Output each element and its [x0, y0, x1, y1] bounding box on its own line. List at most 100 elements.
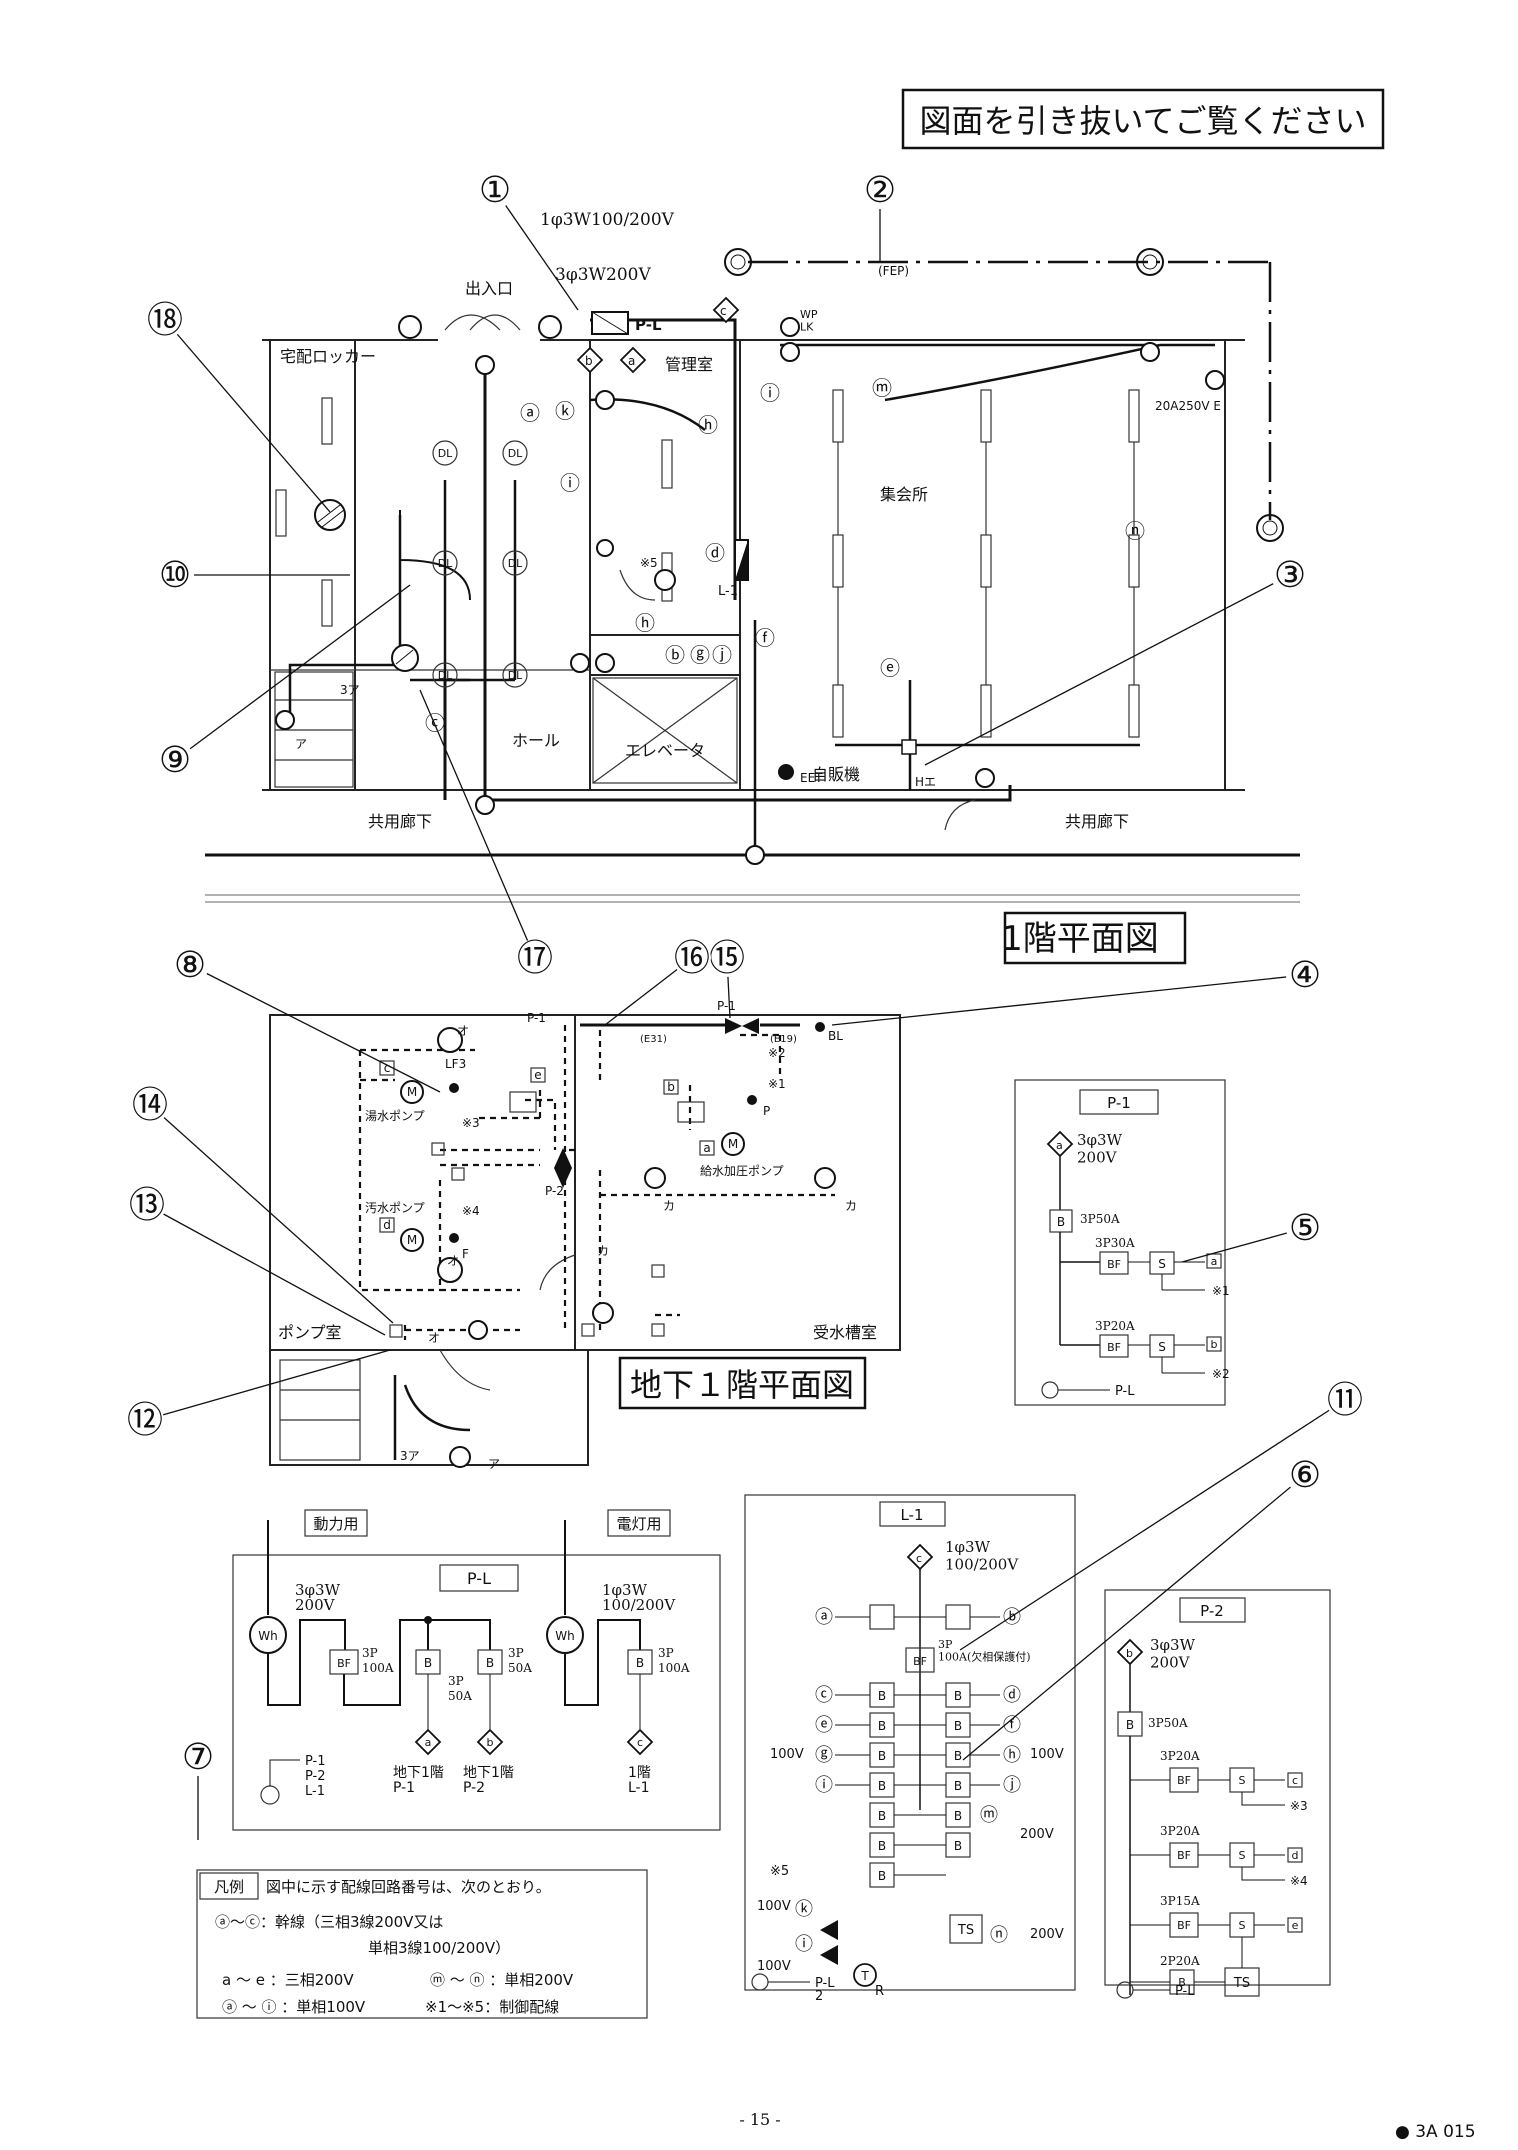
svg-text:DL: DL: [438, 669, 453, 682]
svg-text:ⓙ: ⓙ: [712, 643, 732, 667]
svg-text:※1: ※1: [768, 1077, 786, 1091]
svg-text:1φ3W100/200V: 1φ3W100/200V: [945, 1538, 1019, 1573]
callout-number: ⑥: [1289, 1455, 1321, 1496]
room-vending: 自販機: [812, 765, 860, 784]
svg-text:M: M: [728, 1137, 738, 1151]
svg-text:ⓗ: ⓗ: [1003, 1745, 1021, 1766]
svg-text:湯水ポンプ: 湯水ポンプ: [365, 1109, 425, 1123]
room-office: 管理室: [665, 355, 713, 374]
svg-text:T: T: [860, 1969, 869, 1983]
svg-text:d: d: [383, 1218, 391, 1232]
svg-text:オ: オ: [428, 1331, 440, 1345]
svg-text:※5: ※5: [640, 556, 658, 570]
room-hall: ホール: [512, 731, 560, 750]
svg-text:ⓖ: ⓖ: [815, 1745, 833, 1766]
callout-number: ⑦: [182, 1737, 214, 1778]
svg-text:B: B: [878, 1779, 886, 1793]
svg-text:P-L: P-L: [635, 316, 662, 334]
svg-text:B: B: [486, 1656, 494, 1670]
svg-text:3P20A: 3P20A: [1160, 1749, 1200, 1763]
svg-text:※1～※5：制御配線: ※1～※5：制御配線: [425, 1998, 559, 2016]
svg-text:100V: 100V: [1030, 1747, 1064, 1762]
svg-text:c: c: [637, 1736, 643, 1749]
svg-text:Wh: Wh: [258, 1629, 277, 1643]
callout-number: ⑭: [132, 1085, 168, 1126]
svg-text:B: B: [878, 1719, 886, 1733]
svg-text:ⓕ: ⓕ: [1003, 1715, 1021, 1736]
svg-text:F: F: [462, 1247, 469, 1261]
svg-text:c: c: [1292, 1774, 1298, 1787]
svg-text:BF: BF: [1177, 1849, 1191, 1862]
svg-text:S: S: [1158, 1257, 1166, 1271]
svg-text:ⓚ: ⓚ: [555, 399, 575, 423]
svg-text:※2: ※2: [1212, 1367, 1230, 1381]
svg-text:(E19): (E19): [770, 1034, 797, 1045]
svg-text:ⓐ ～ ⓘ ：単相100V: ⓐ ～ ⓘ ：単相100V: [222, 1998, 366, 2016]
svg-text:2P20A: 2P20A: [1160, 1954, 1200, 1968]
svg-text:M: M: [407, 1233, 417, 1247]
svg-text:ⓑ: ⓑ: [1003, 1607, 1021, 1628]
svg-text:100V: 100V: [757, 1959, 791, 1974]
svg-text:B: B: [878, 1689, 886, 1703]
callout-number: ⑰: [517, 938, 553, 979]
svg-text:DL: DL: [508, 669, 523, 682]
svg-text:ⓓ: ⓓ: [705, 541, 725, 565]
svg-text:a: a: [1056, 1139, 1063, 1152]
svg-text:B: B: [424, 1656, 432, 1670]
svg-text:a ～ e ：三相200V: a ～ e ：三相200V: [222, 1971, 354, 1989]
svg-text:ⓗ: ⓗ: [635, 611, 655, 635]
svg-text:B: B: [878, 1839, 886, 1853]
callout-number: ①: [479, 170, 511, 211]
svg-text:TS: TS: [1233, 1976, 1250, 1991]
trunk-marker: [576, 296, 740, 374]
svg-text:※5: ※5: [770, 1864, 789, 1879]
svg-text:1階L-1: 1階L-1: [628, 1765, 651, 1796]
svg-text:EET: EET: [800, 771, 823, 785]
callout-number: ⑨: [159, 740, 191, 781]
basement-title: 地下１階平面図: [630, 1366, 854, 1404]
svg-text:単相3線100/200V）: 単相3線100/200V）: [368, 1939, 510, 1957]
svg-text:P: P: [763, 1104, 770, 1118]
room-entrance: 出入口: [465, 279, 513, 298]
svg-text:S: S: [1239, 1774, 1246, 1787]
svg-text:BF: BF: [1177, 1774, 1191, 1787]
svg-text:a: a: [628, 354, 635, 368]
notice-text: 図面を引き抜いてご覧ください: [919, 102, 1366, 140]
svg-text:給水加圧ポンプ: 給水加圧ポンプ: [700, 1164, 784, 1178]
svg-text:ⓑ: ⓑ: [665, 643, 685, 667]
svg-text:カ: カ: [663, 1199, 675, 1213]
legend: 凡例 図中に示す配線回路番号は、次のとおり。 ⓐ～ⓒ：幹線（三相3線200V又は…: [196, 1869, 648, 2019]
svg-text:a: a: [425, 1736, 432, 1749]
svg-text:ⓜ ～ ⓝ ：単相200V: ⓜ ～ ⓝ ：単相200V: [430, 1971, 574, 1989]
svg-text:※4: ※4: [462, 1204, 480, 1218]
svg-text:DL: DL: [438, 447, 453, 460]
svg-text:ⓐ: ⓐ: [520, 401, 540, 425]
svg-text:B: B: [878, 1869, 886, 1883]
svg-text:100V: 100V: [770, 1747, 804, 1762]
svg-text:S: S: [1158, 1340, 1166, 1354]
svg-text:ⓝ: ⓝ: [990, 1925, 1008, 1946]
svg-text:3ア: 3ア: [340, 683, 360, 697]
svg-text:※3: ※3: [462, 1116, 480, 1130]
callout-number: ⑩: [159, 555, 191, 596]
callout-number: ⑪: [1327, 1380, 1363, 1421]
svg-text:P-1: P-1: [1107, 1094, 1131, 1112]
svg-text:b: b: [1126, 1647, 1133, 1660]
svg-text:b: b: [585, 354, 593, 368]
svg-text:3P50A: 3P50A: [1080, 1212, 1120, 1226]
callout-number: ⑱: [147, 300, 183, 341]
svg-text:P-L: P-L: [467, 1569, 491, 1588]
svg-text:ⓗ: ⓗ: [698, 413, 718, 437]
room-elevator: エレベータ: [625, 741, 705, 760]
svg-text:Wh: Wh: [555, 1629, 574, 1643]
svg-text:DL: DL: [438, 557, 453, 570]
callout-number: ⑧: [174, 945, 206, 986]
svg-text:DL: DL: [508, 447, 523, 460]
svg-text:B: B: [636, 1656, 644, 1670]
svg-text:(FEP): (FEP): [878, 264, 909, 278]
